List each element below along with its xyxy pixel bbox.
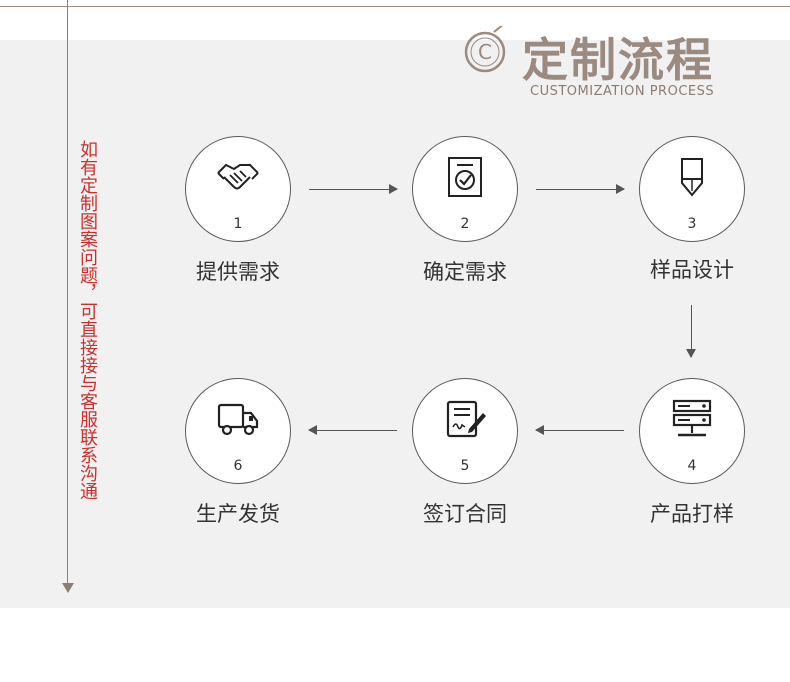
step-number: 1 [233,216,243,232]
logo-letter: C [478,40,492,64]
step-5: 5 签订合同 [395,378,535,538]
step-label: 生产发货 [196,502,280,526]
step-number: 3 [687,216,697,232]
step-3: 3 样品设计 [622,136,762,296]
step-label: 样品设计 [650,258,734,282]
page-subtitle: CUSTOMIZATION PROCESS [530,84,715,99]
step-number: 2 [460,216,470,232]
pen-icon [681,158,703,197]
step-6: 6 生产发货 [168,378,308,538]
step-label: 确定需求 [423,260,507,284]
arrow-right-icon [536,184,625,194]
process-panel [0,40,790,608]
step-label: 签订合同 [423,502,507,526]
step-number: 4 [687,458,697,474]
server-icon [672,399,712,437]
top-divider [0,6,790,7]
arrow-down-icon [686,305,696,358]
step-number: 6 [233,458,243,474]
document-check-icon [448,157,482,197]
section-header: C 定制流程 CUSTOMIZATION PROCESS [460,20,760,110]
contact-note: 如有定制图案问题，可直接接与客服联系沟通 [77,140,98,500]
step-2: 2 确定需求 [395,136,535,296]
step-number: 5 [460,458,470,474]
page-title: 定制流程 [522,33,714,87]
arrow-left-icon [308,425,397,435]
side-timeline-line [67,0,68,584]
contract-sign-icon [446,400,486,438]
arrow-right-icon [309,184,398,194]
copyright-c-icon: C [464,26,506,73]
arrow-left-icon [535,425,624,435]
step-label: 提供需求 [196,260,280,284]
step-label: 产品打样 [650,502,734,526]
side-timeline-arrow-icon [62,583,74,593]
truck-icon [217,403,259,436]
step-4: 4 产品打样 [622,378,762,538]
handshake-icon [217,163,259,190]
step-1: 1 提供需求 [168,136,308,296]
